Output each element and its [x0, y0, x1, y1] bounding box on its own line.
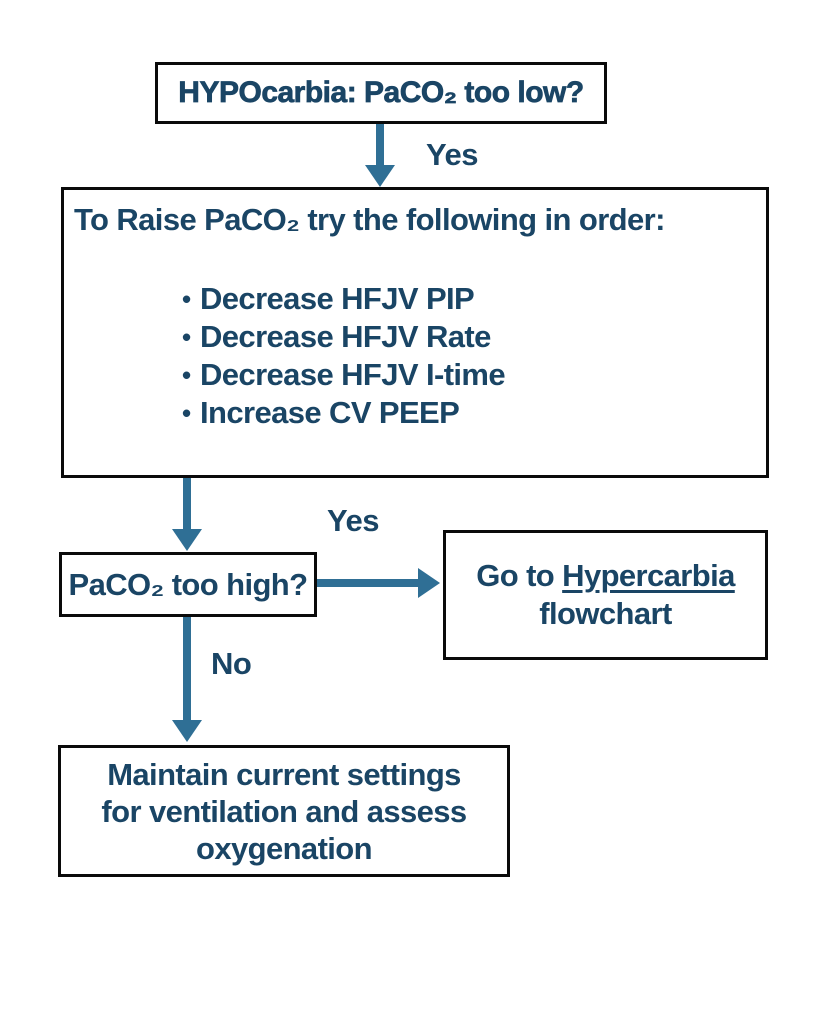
arrow-down-icon — [172, 529, 202, 551]
arrow-shaft — [183, 617, 191, 721]
maintain-line-3: oxygenation — [196, 830, 373, 866]
arrow-shaft — [376, 124, 384, 166]
arrow-right-icon — [418, 568, 440, 598]
edge-label-no: No — [211, 646, 252, 681]
arrow-down-icon — [172, 720, 202, 742]
goto-hypercarbia-line2: flowchart — [539, 596, 672, 631]
arrow-shaft — [183, 478, 191, 530]
paco2-too-high-box: PaCO₂ too high? — [59, 552, 317, 617]
maintain-settings-box: Maintain current settings for ventilatio… — [58, 745, 510, 877]
bullet-decrease-hfjv-pip: Decrease HFJV PIP — [182, 280, 756, 318]
edge-label-yes-top: Yes — [426, 137, 478, 172]
bullet-decrease-hfjv-itime: Decrease HFJV I-time — [182, 356, 756, 394]
edge-label-yes-mid: Yes — [327, 503, 379, 538]
maintain-line-1: Maintain current settings — [107, 756, 461, 792]
maintain-line-2: for ventilation and assess — [101, 793, 467, 829]
hypocarbia-title-box: HYPOcarbia: PaCO₂ too low? — [155, 62, 607, 124]
paco2-too-high-text: PaCO₂ too high? — [68, 566, 309, 602]
goto-hypercarbia-line1: Go to Hypercarbia — [476, 557, 735, 595]
raise-paco2-box: To Raise PaCO₂ try the following in orde… — [61, 187, 769, 478]
hypocarbia-title-text: HYPOcarbia: PaCO₂ too low? — [178, 76, 585, 110]
arrow-shaft — [317, 579, 419, 587]
raise-paco2-heading: To Raise PaCO₂ try the following in orde… — [74, 202, 665, 237]
bullet-decrease-hfjv-rate: Decrease HFJV Rate — [182, 318, 756, 356]
goto-prefix-text: Go to — [476, 558, 563, 593]
arrow-down-icon — [365, 165, 395, 187]
goto-hypercarbia-box: Go to Hypercarbia flowchart — [443, 530, 768, 660]
hypercarbia-link[interactable]: Hypercarbia — [562, 558, 735, 593]
bullet-increase-cv-peep: Increase CV PEEP — [182, 394, 756, 432]
raise-paco2-bullet-list: Decrease HFJV PIP Decrease HFJV Rate Dec… — [182, 280, 756, 432]
